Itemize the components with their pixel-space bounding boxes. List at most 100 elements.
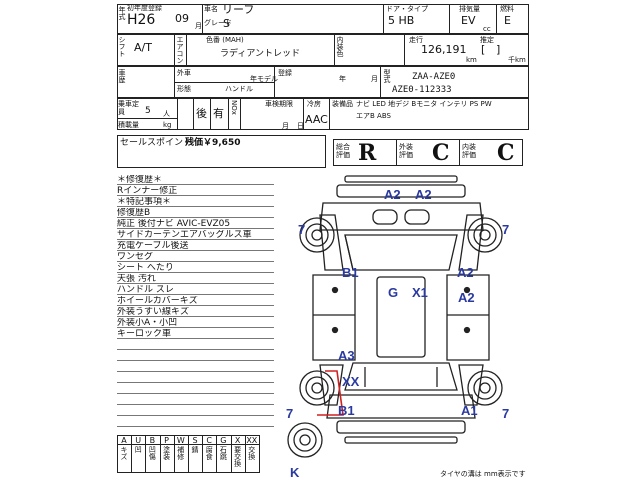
tire-note: タイヤの溝は mm表示です	[440, 470, 526, 478]
note-line	[117, 395, 274, 405]
note-line: ＊修復歴＊	[117, 175, 274, 185]
mark-rear-left-wheel: 7	[286, 406, 294, 421]
note-line: ハンドル スレ	[117, 285, 274, 295]
note-line	[117, 340, 274, 350]
legend-code: B	[149, 436, 156, 445]
legend-meaning: 凹傷	[148, 446, 157, 460]
mark-top-right: A2	[415, 187, 432, 202]
legend-meaning: 凹	[134, 446, 143, 453]
kg-label: kg	[163, 121, 172, 129]
mark-top-left: A2	[384, 187, 401, 202]
score-box	[333, 139, 523, 166]
mark-xx-left: XX	[342, 374, 360, 389]
door-type: 5 HB	[388, 14, 415, 27]
note-line	[117, 373, 274, 383]
mileage: 126,191	[421, 43, 467, 56]
reg-year: 年	[339, 75, 346, 83]
legend-meaning: 補修	[176, 446, 185, 460]
header-row-4	[117, 98, 529, 130]
first-reg-label: 初年度登録	[127, 4, 162, 12]
legend-meaning: 腐食	[205, 446, 214, 460]
equipment-line1: ナビ LED 地デジ Bモニタ インテリ PS PW	[356, 100, 492, 108]
legend-code: C	[206, 436, 212, 445]
mark-front-left-wheel: 7	[298, 222, 306, 237]
overall-label: 総合評価	[336, 143, 350, 159]
color-label: 色番 (MAH)	[206, 36, 244, 44]
shift-label: シフト	[118, 36, 126, 57]
equipment-line2: エアB ABS	[356, 112, 391, 120]
note-line: 純正 後付ナビ AVIC-EVZ05	[117, 219, 274, 229]
note-line: ホイールカバーキズ	[117, 296, 274, 306]
door-type-label: ドア・タイプ	[386, 5, 428, 13]
sales-point-box	[117, 135, 326, 168]
mark-a3-left: A3	[338, 348, 355, 363]
month-value: 09	[175, 12, 189, 25]
fuel: E	[504, 14, 511, 27]
note-line: ＊特記事項＊	[117, 197, 274, 207]
mark-front-right-wheel: 7	[502, 222, 510, 237]
legend-code: XX	[246, 436, 258, 445]
legend-code: U	[135, 436, 142, 445]
grade: S	[223, 17, 230, 30]
note-line: サイドカーテンエアバッグルス車	[117, 230, 274, 240]
thousand-km: 千km	[508, 56, 526, 64]
year-model-label: 年モデル	[250, 75, 278, 83]
note-line: Rインナー修正	[117, 186, 274, 196]
bracket-left: [	[481, 43, 486, 56]
estimate-label: 推定	[480, 36, 494, 44]
capacity: 5	[145, 106, 151, 116]
mark-spare: K	[290, 465, 300, 480]
color: ラディアントレッド	[220, 49, 301, 59]
reg-label: 登録	[278, 69, 292, 77]
mark-b1-lower: B1	[338, 403, 355, 418]
legend-code: A	[121, 436, 127, 445]
note-line: 修復歴B	[117, 208, 274, 218]
legend-meaning: キズ	[120, 446, 128, 460]
yes-label: 有	[213, 107, 224, 120]
note-line: 充電ケーブル後送	[117, 241, 274, 251]
mark-a2-right-door: A2	[458, 290, 475, 305]
header-row-1	[117, 4, 529, 34]
legend-code: S	[192, 436, 198, 445]
km-unit: km	[466, 56, 477, 64]
legend-meaning: 石跳	[219, 446, 228, 460]
note-line: 外装小A・小凹	[117, 318, 274, 328]
year-label: 年式	[118, 6, 126, 20]
year-value: H26	[127, 12, 156, 28]
interior-color-label: 内装色	[336, 36, 344, 57]
sales-point-value: 残価￥9,650	[185, 138, 241, 148]
legend-code: G	[220, 436, 227, 445]
fuel-label: 燃料	[500, 5, 514, 13]
change-label: 車歴	[118, 69, 126, 83]
insp-day: 日	[297, 122, 304, 130]
legend-meaning: 交換	[247, 446, 256, 460]
legend-code: P	[164, 436, 169, 445]
overall-score: R	[358, 140, 377, 166]
displacement: EV	[461, 14, 476, 27]
note-line	[117, 351, 274, 361]
header-row-3	[117, 66, 529, 98]
note-line	[117, 406, 274, 416]
aircon-label: エアコン	[176, 36, 184, 64]
note-line	[117, 384, 274, 394]
insp-month: 月	[282, 122, 289, 130]
model-code: ZAA-AZE0	[412, 72, 456, 82]
nox-label: NOx	[230, 100, 238, 115]
legend-code: X	[234, 436, 241, 445]
cooler: AAC	[305, 113, 328, 126]
note-line: キーロック車	[117, 329, 274, 339]
displacement-label: 排気量	[459, 5, 480, 13]
car-name: リーフ	[222, 3, 255, 16]
mark-rear-right-wheel: 7	[502, 406, 510, 421]
note-line: 天張 汚れ	[117, 274, 274, 284]
bracket-right: ]	[496, 43, 501, 56]
mark-x1-roof: X1	[412, 285, 428, 300]
cooler-label: 冷房	[307, 100, 321, 108]
grade-label: グレード	[204, 19, 232, 27]
note-line	[117, 417, 274, 427]
cargo-label: 積載量	[118, 121, 139, 129]
sales-point-label: セールスポイント	[120, 138, 193, 148]
rear-label: 後	[196, 107, 207, 120]
mark-a2-upper-right: A2	[457, 265, 474, 280]
capacity-label: 乗車定員	[118, 100, 139, 116]
